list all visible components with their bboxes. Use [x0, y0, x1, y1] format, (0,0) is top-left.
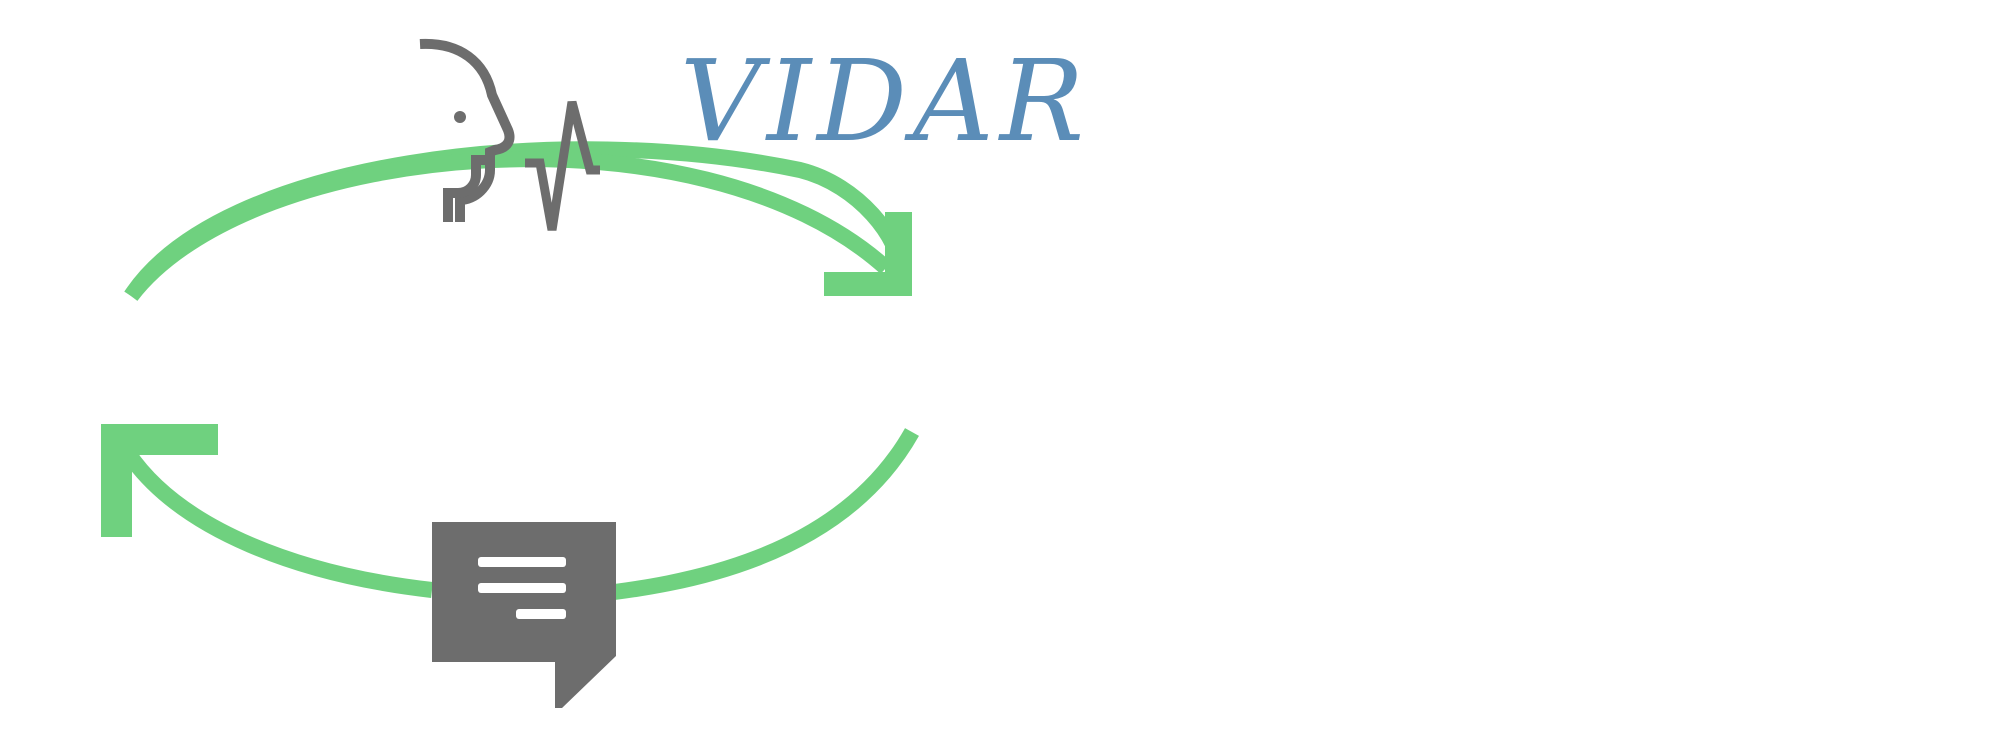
head-neck: [443, 155, 485, 222]
top-arrowhead: [824, 212, 912, 296]
top-arc-line: [124, 141, 908, 301]
top-arc-line-cover: [124, 151, 892, 301]
head-eye: [454, 111, 466, 123]
chat-line-3: [516, 609, 566, 619]
bottom-arrowhead: [101, 424, 218, 537]
logo-wordmark: VIDAR: [680, 37, 1090, 167]
chat-line-2: [478, 583, 566, 593]
bottom-arc-arrow: [101, 424, 919, 603]
pulse-line: [525, 100, 600, 231]
chat-bubble-icon: [432, 522, 616, 708]
head-outline: [419, 38, 515, 222]
bottom-arc-line-left: [121, 448, 433, 598]
head-profile-pulse-icon: [419, 38, 600, 231]
top-arc-arrow: [124, 141, 912, 301]
chat-line-1: [478, 557, 566, 567]
bottom-arc-line: [589, 428, 919, 603]
